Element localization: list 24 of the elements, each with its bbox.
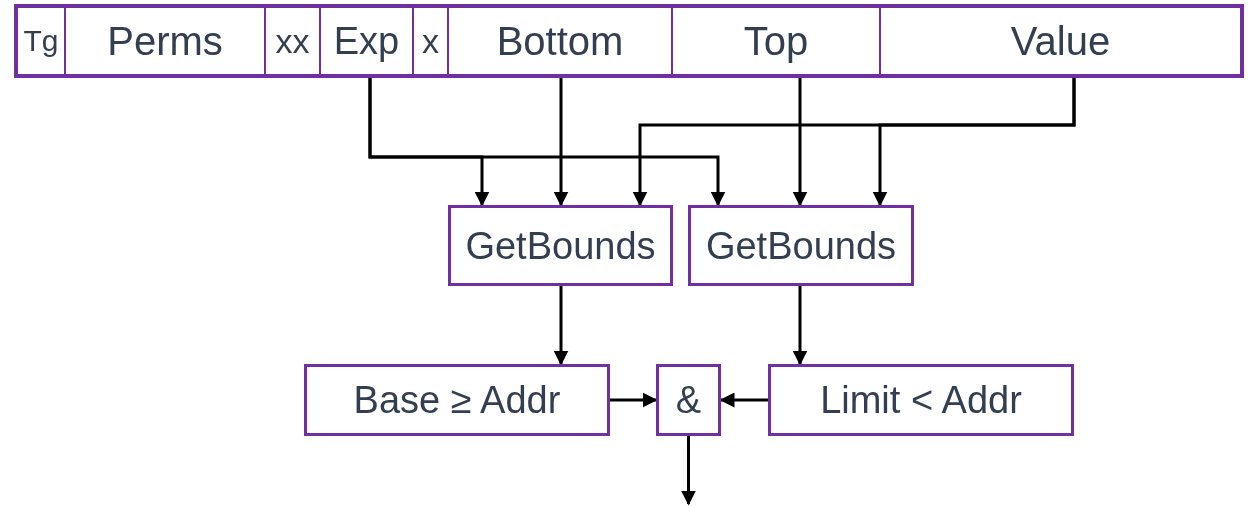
arrow xyxy=(610,392,658,408)
process-box xyxy=(656,364,721,436)
arrow xyxy=(553,286,569,366)
field-label: xx xyxy=(275,24,310,58)
field-label: GetBounds xyxy=(705,226,897,265)
field-label: Limit < Addr xyxy=(820,381,1022,419)
field-label: Base ≥ Addr xyxy=(353,381,561,419)
field-label: Bottom xyxy=(496,21,624,61)
field-label: & xyxy=(675,381,702,419)
field-label: Top xyxy=(743,21,809,61)
field-label: Tg xyxy=(23,26,59,56)
register-bar xyxy=(14,4,1244,78)
process-box xyxy=(304,364,610,436)
process-box xyxy=(448,205,673,286)
arrow xyxy=(792,286,808,366)
field-label: GetBounds xyxy=(465,226,656,265)
field-label: Exp xyxy=(333,22,400,60)
field-label: Perms xyxy=(107,21,223,61)
field-label: x xyxy=(422,24,439,58)
process-box xyxy=(768,364,1074,436)
process-box xyxy=(688,205,914,286)
field-label: Value xyxy=(1010,21,1111,61)
arrow xyxy=(719,392,768,408)
arrow xyxy=(681,436,696,506)
